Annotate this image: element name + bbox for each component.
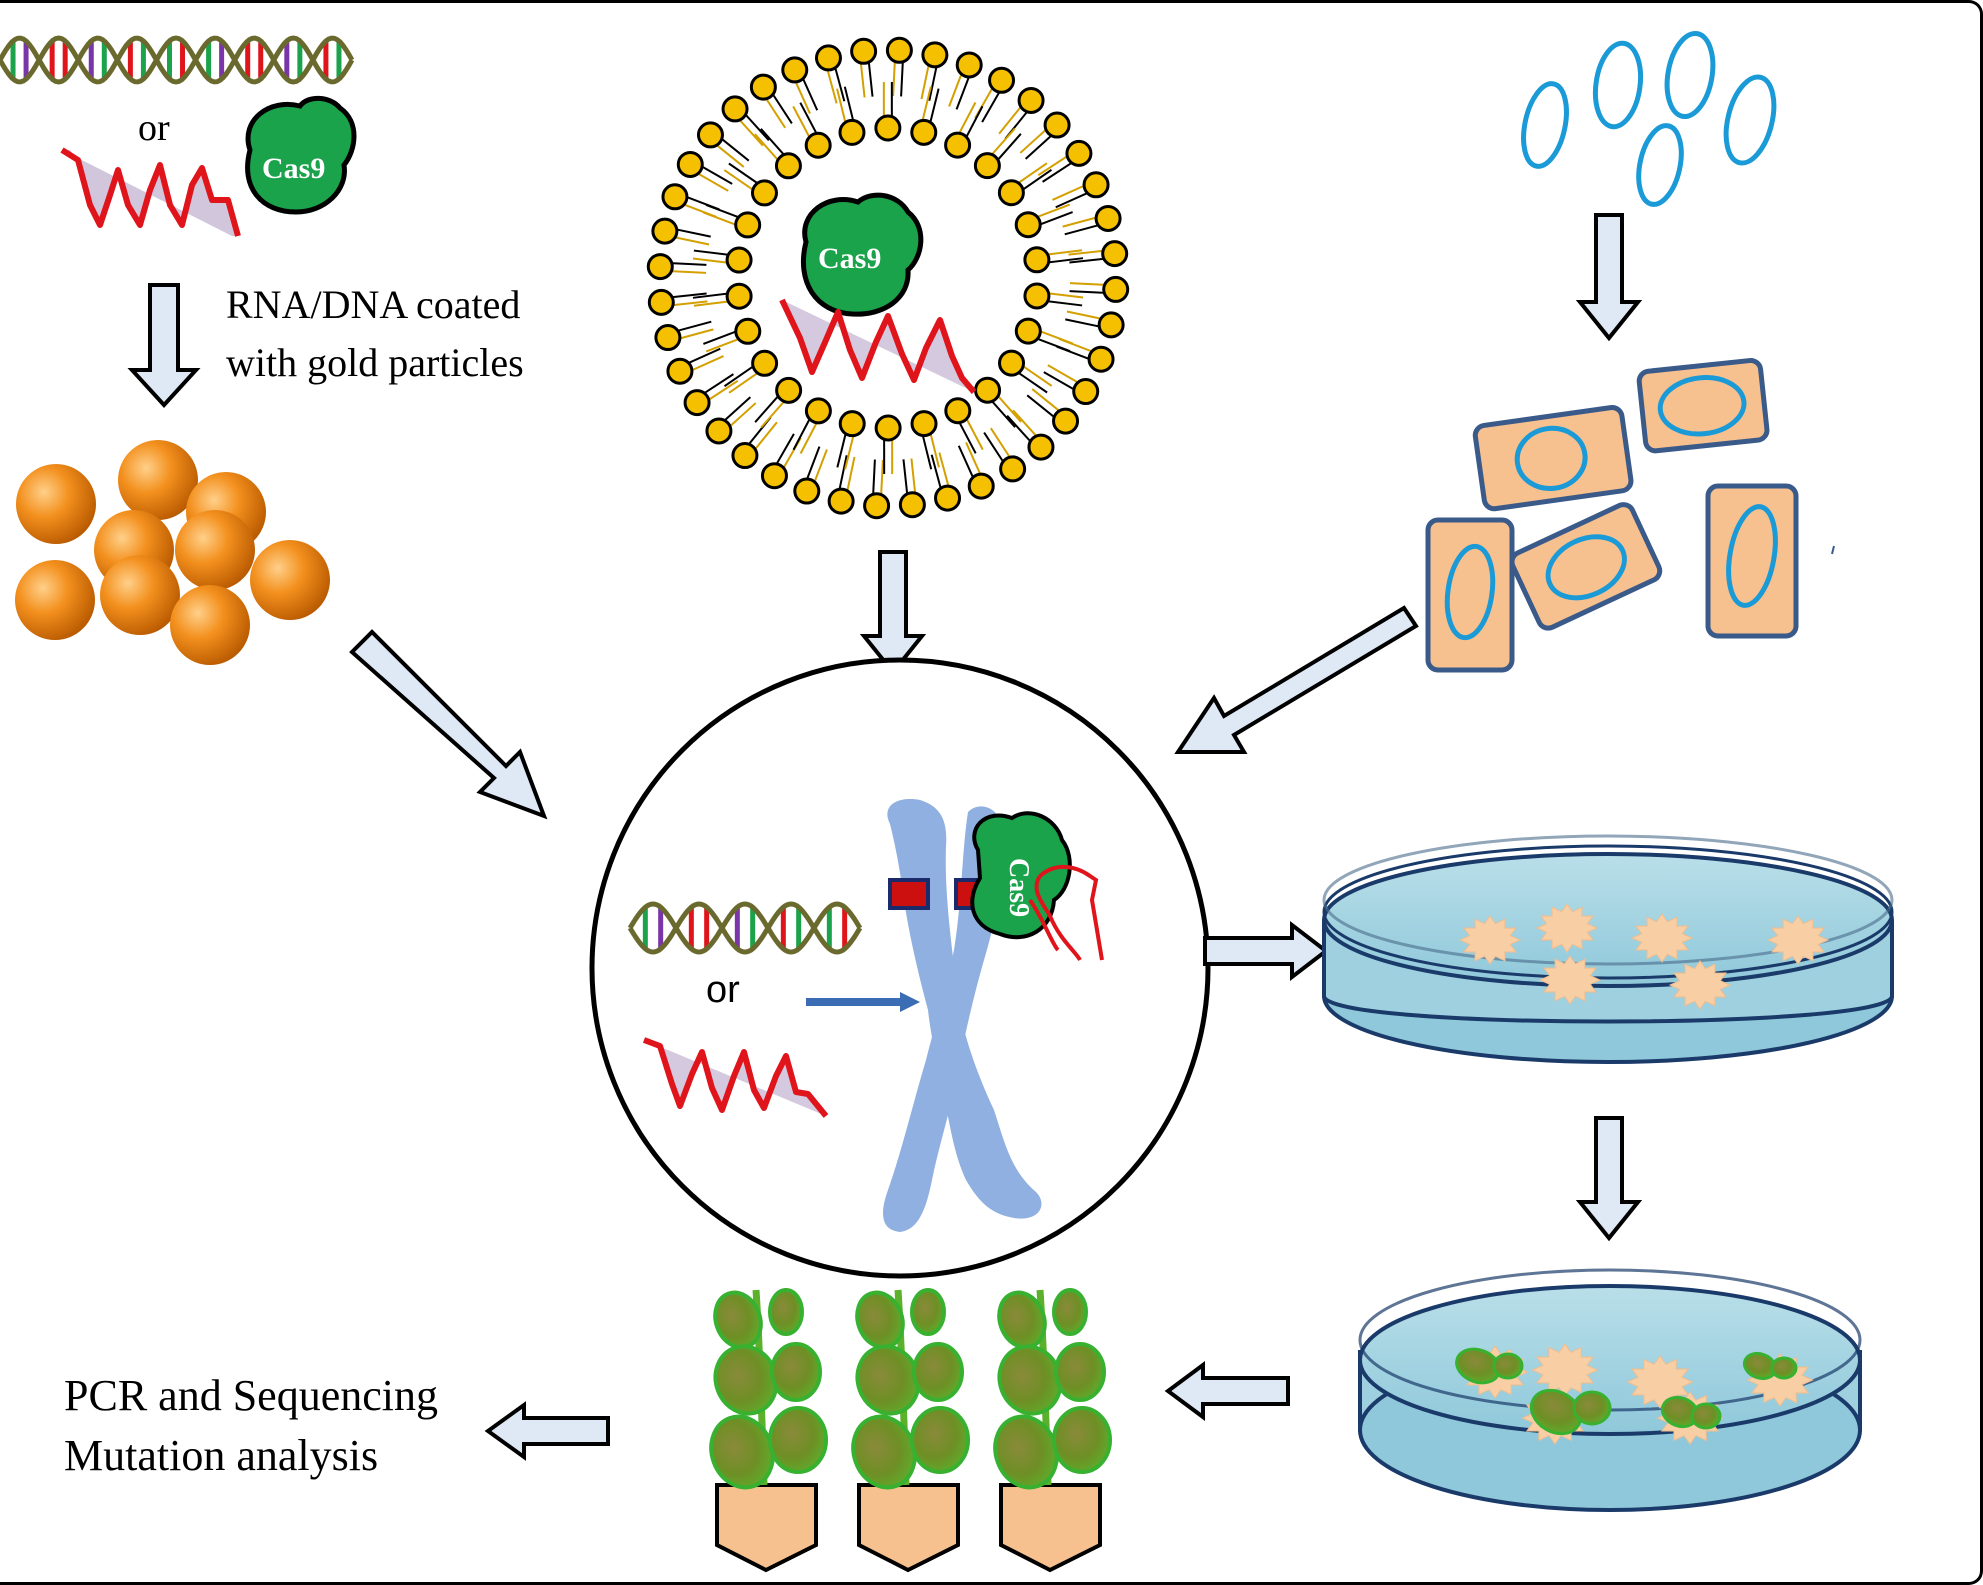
insertion-arrow bbox=[806, 992, 920, 1012]
down-arrow-right-bottom bbox=[1575, 1116, 1643, 1242]
cas9-protein-icon: Cas9 bbox=[800, 192, 924, 317]
petri-dish-icon bbox=[1322, 834, 1894, 1064]
dna-double-helix-icon bbox=[627, 901, 863, 955]
rna-strand-icon bbox=[642, 1037, 829, 1118]
cas9-label-chromosome: Cas9 bbox=[1003, 858, 1034, 917]
protoplast-cells-icon bbox=[1425, 358, 1835, 673]
coating-label-line2: with gold particles bbox=[226, 340, 524, 385]
cas9-label-top: Cas9 bbox=[262, 152, 325, 185]
down-arrow-center bbox=[859, 550, 927, 676]
cas9-label-liposome: Cas9 bbox=[818, 242, 881, 275]
cas9-protein-icon: Cas9 bbox=[245, 95, 357, 215]
plant-icon bbox=[851, 1288, 970, 1573]
diagonal-arrow-right bbox=[1174, 605, 1419, 754]
plant-icon bbox=[709, 1288, 828, 1573]
analysis-label-line1: PCR and Sequencing bbox=[64, 1371, 438, 1420]
rna-strand-icon bbox=[779, 298, 977, 394]
down-arrow-1 bbox=[127, 283, 201, 408]
rna-strand-icon bbox=[60, 147, 241, 237]
diagonal-arrow-left bbox=[349, 629, 548, 820]
coating-label-line1: RNA/DNA coated bbox=[226, 282, 520, 327]
petri-dish-icon bbox=[1358, 1268, 1862, 1512]
analysis-label-line2: Mutation analysis bbox=[64, 1431, 378, 1480]
gold-particles-icon bbox=[15, 440, 330, 665]
liposome-icon bbox=[646, 36, 1130, 520]
dna-double-helix-icon bbox=[0, 35, 355, 85]
or-label-top: or bbox=[138, 107, 170, 149]
plant-icon bbox=[993, 1288, 1112, 1573]
cell-nucleus-circle bbox=[589, 657, 1211, 1279]
left-arrow-plants bbox=[1164, 1361, 1290, 1421]
left-arrow-analysis bbox=[484, 1401, 610, 1461]
down-arrow-right-top bbox=[1575, 213, 1643, 342]
regenerating-shoots-icon bbox=[1455, 1347, 1798, 1436]
chromosome-icon: Cas9 bbox=[883, 799, 1104, 1232]
right-arrow-center bbox=[1203, 920, 1330, 982]
plasmid-icon bbox=[1521, 30, 1777, 207]
or-label-center: or bbox=[706, 969, 740, 1011]
